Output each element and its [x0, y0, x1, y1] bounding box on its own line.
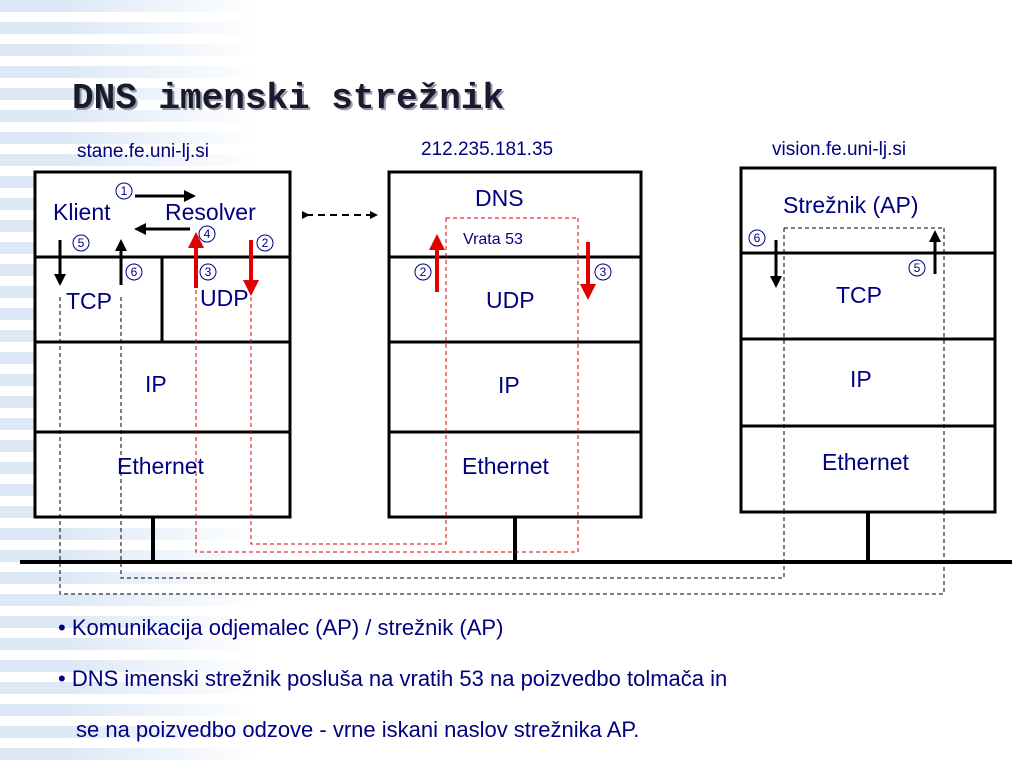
- dns-udp-label: UDP: [486, 287, 535, 313]
- client-stack: [33, 170, 292, 519]
- step-badge-server-6: [748, 229, 766, 247]
- resolver-label: Resolver: [165, 199, 256, 225]
- dns-ip-address: 212.235.181.35: [421, 139, 554, 160]
- server-tcp-label: TCP: [836, 282, 882, 308]
- step-badge-dns-3: [594, 263, 612, 281]
- step-label-client-3: 3: [205, 265, 212, 279]
- step-label-client-6: 6: [131, 265, 138, 279]
- dns-stack: [387, 170, 643, 519]
- dns-app-label: DNS: [475, 185, 524, 211]
- server-ethernet-label: Ethernet: [822, 449, 909, 475]
- server-ip-label: IP: [850, 366, 872, 392]
- server-hostname: vision.fe.uni-lj.si: [772, 139, 907, 160]
- client-udp-label: UDP: [200, 285, 249, 311]
- step-label-dns-2: 2: [420, 265, 427, 279]
- step-label-client-4: 4: [204, 227, 211, 241]
- dns-ip-label: IP: [498, 372, 520, 398]
- dns-ethernet-label: Ethernet: [462, 453, 549, 479]
- step-label-server-5: 5: [914, 261, 921, 275]
- step-badge-dns-2: [414, 263, 432, 281]
- tcp-path-inner: [120, 227, 945, 579]
- step-badge-server-5: [908, 259, 926, 277]
- step-badge-client-6: [125, 263, 143, 281]
- step-badge-client-2: [256, 234, 274, 252]
- dns-port-label: Vrata 53: [463, 231, 523, 248]
- bullet-item: • Komunikacija odjemalec (AP) / strežnik…: [58, 615, 504, 640]
- step-label-client-5: 5: [78, 236, 85, 250]
- client-tcp-label: TCP: [66, 288, 112, 314]
- step-badge-client-4: [198, 225, 216, 243]
- client-ip-label: IP: [145, 371, 167, 397]
- page-title: DNS imenski strežnik: [72, 78, 505, 119]
- client-app-label: Klient: [53, 199, 111, 225]
- client-ethernet-label: Ethernet: [117, 453, 204, 479]
- step-badge-client-5: [72, 234, 90, 252]
- step-label-client-2: 2: [262, 236, 269, 250]
- step-label-client-1: 1: [121, 184, 128, 198]
- server-app-label: Strežnik (AP): [783, 192, 919, 218]
- bullet-item: • DNS imenski strežnik posluša na vratih…: [58, 666, 728, 691]
- step-label-server-6: 6: [754, 231, 761, 245]
- bullet-item-continuation: se na poizvedbo odzove - vrne iskani nas…: [76, 717, 640, 742]
- step-badge-client-1: [115, 182, 133, 200]
- server-stack: [739, 166, 997, 514]
- client-hostname: stane.fe.uni-lj.si: [77, 141, 210, 162]
- step-label-dns-3: 3: [600, 265, 607, 279]
- step-badge-client-3: [199, 263, 217, 281]
